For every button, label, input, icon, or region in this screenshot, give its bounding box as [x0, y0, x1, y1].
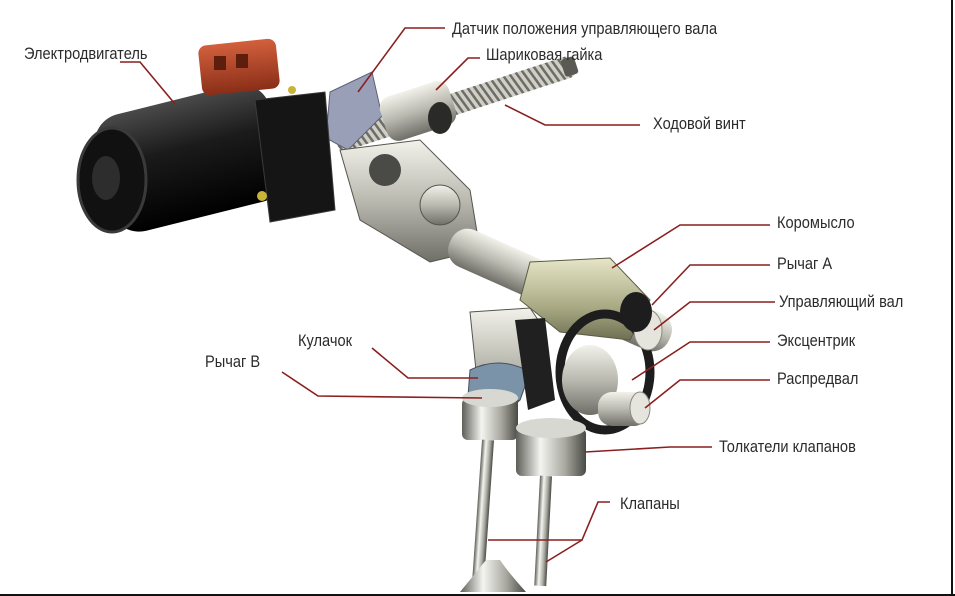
- leader-cam: [371, 347, 478, 379]
- leader-lines: [120, 27, 775, 563]
- leader-camshaft: [644, 379, 770, 409]
- leader-rocker: [611, 224, 770, 269]
- valves: [460, 439, 552, 592]
- leader-valves-2: [545, 539, 583, 563]
- label-lever-a: Рычаг А: [777, 254, 833, 273]
- eccentric-disc: [555, 309, 655, 435]
- label-camshaft: Распредвал: [777, 369, 859, 388]
- leader-eccentric: [631, 341, 770, 381]
- leader-sensor: [357, 27, 445, 93]
- leader-valves: [488, 501, 610, 541]
- lever-a-black: [515, 318, 555, 410]
- camshaft-body: [598, 391, 651, 426]
- electric-motor: [76, 38, 336, 234]
- leader-lever-a: [651, 264, 770, 306]
- frame-border-right: [951, 0, 953, 596]
- frame-border-bottom: [0, 594, 955, 596]
- label-eccentric: Эксцентрик: [777, 331, 856, 350]
- label-control-shaft: Управляющий вал: [779, 292, 904, 311]
- mechanism-illustration: [76, 38, 672, 592]
- valve-tappets: [462, 389, 586, 476]
- label-rocker: Коромысло: [777, 213, 855, 232]
- leader-lever-b: [281, 371, 483, 399]
- label-valves: Клапаны: [620, 494, 680, 513]
- ball-nut: [379, 81, 457, 141]
- leader-control-shaft: [653, 301, 775, 331]
- label-motor: Электродвигатель: [24, 44, 148, 63]
- leader-ball-nut: [435, 57, 480, 91]
- label-sensor: Датчик положения управляющего вала: [452, 19, 718, 38]
- label-cam: Кулачок: [298, 331, 352, 350]
- leader-lead-screw: [504, 104, 640, 126]
- label-ball-nut: Шариковая гайка: [486, 45, 603, 64]
- label-lead-screw: Ходовой винт: [653, 114, 746, 133]
- label-tappets: Толкатели клапанов: [719, 437, 856, 456]
- leader-motor: [120, 61, 176, 105]
- leader-tappets: [584, 446, 712, 453]
- label-lever-b: Рычаг В: [205, 352, 261, 371]
